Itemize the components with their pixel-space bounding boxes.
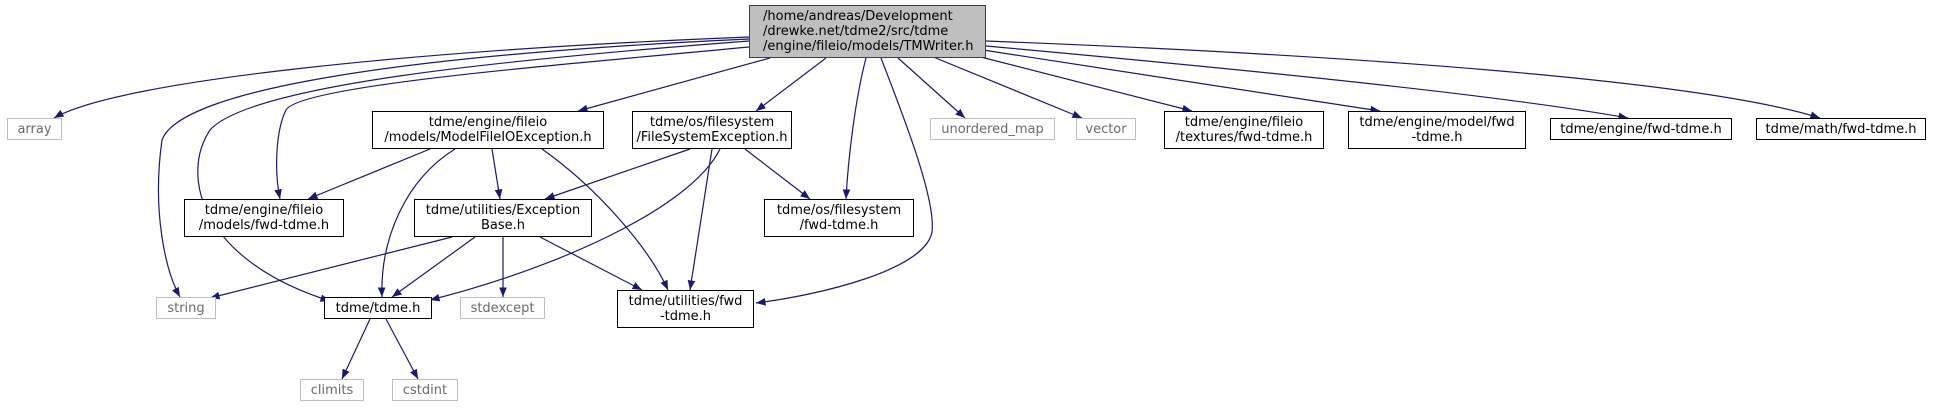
edge-root-to-array: [53, 36, 750, 119]
node-line: /textures/fwd-tdme.h: [1175, 130, 1313, 145]
node-line: /home/andreas/Development: [763, 9, 953, 24]
edge-fs_ex-to-exc_base: [544, 148, 691, 200]
edge-root-to-fs_fwd: [842, 57, 867, 200]
node-label: tdme/tdme.h: [335, 300, 421, 316]
edge-root-to-model_ex: [577, 57, 771, 113]
edge-root-to-util_fwd: [755, 57, 933, 306]
node-filesystem-fwd-tdme-h[interactable]: tdme/os/filesystem /fwd-tdme.h: [764, 199, 914, 237]
node-line: /engine/fileio/models/TMWriter.h: [763, 39, 974, 54]
node-utilities-fwd-tdme-h[interactable]: tdme/utilities/fwd -tdme.h: [617, 290, 754, 328]
edge-tdme-to-climits: [341, 318, 371, 380]
edge-exc_base-to-string: [209, 236, 453, 300]
node-math-fwd-tdme-h[interactable]: tdme/math/fwd-tdme.h: [1756, 118, 1926, 140]
node-model-file-io-exception-h[interactable]: tdme/engine/fileio /models/ModelFileIOEx…: [372, 111, 604, 149]
edge-root-to-engine_fwd: [985, 45, 1629, 121]
node-label: string: [167, 300, 205, 316]
edge-root-to-vector: [925, 53, 1083, 119]
node-file-system-exception-h[interactable]: tdme/os/filesystem /FileSystemException.…: [632, 111, 792, 149]
node-label: cstdint: [402, 382, 448, 398]
node-line: tdme/engine/fileio: [204, 203, 324, 218]
node-tdme-h[interactable]: tdme/tdme.h: [324, 297, 432, 319]
edge-exc_base-to-util_fwd: [539, 236, 643, 291]
node-unordered-map: unordered_map: [930, 118, 1055, 140]
node-line: Base.h: [480, 218, 526, 233]
edge-fs_ex-to-tdme: [429, 148, 721, 302]
node-climits: climits: [300, 379, 364, 401]
node-vector: vector: [1076, 118, 1136, 140]
edge-root-to-unordered_map: [897, 57, 966, 119]
node-engine-fwd-tdme-h[interactable]: tdme/engine/fwd-tdme.h: [1550, 118, 1732, 140]
node-cstdint: cstdint: [392, 379, 458, 401]
node-string: string: [156, 297, 216, 319]
edge-root-to-string: [157, 38, 750, 298]
edge-root-to-model_fwd: [982, 49, 1381, 114]
node-label: stdexcept: [470, 300, 535, 316]
edge-root-to-math_fwd: [985, 40, 1821, 119]
node-stdexcept: stdexcept: [460, 297, 545, 319]
edge-model_ex-to-tdme: [377, 148, 456, 298]
node-textures-fwd-tdme-h[interactable]: tdme/engine/fileio /textures/fwd-tdme.h: [1164, 111, 1324, 149]
node-line: tdme/utilities/fwd: [628, 294, 743, 309]
node-line: /drewke.net/tdme2/src/tdme: [763, 24, 949, 39]
edge-root-to-fs_ex: [755, 57, 827, 112]
node-line: tdme/os/filesystem: [776, 203, 902, 218]
node-models-fwd-tdme-h[interactable]: tdme/engine/fileio /models/fwd-tdme.h: [184, 199, 344, 237]
node-model-fwd-tdme-h[interactable]: tdme/engine/model/fwd -tdme.h: [1348, 111, 1526, 149]
node-label: array: [17, 121, 52, 137]
edge-fs_ex-to-util_fwd: [687, 148, 713, 291]
edge-model_ex-to-exc_base: [491, 148, 503, 200]
node-line: tdme/engine/model/fwd: [1359, 115, 1515, 130]
edge-model_ex-to-util_fwd: [541, 148, 669, 291]
node-exception-base-h[interactable]: tdme/utilities/Exception Base.h: [414, 199, 592, 237]
node-line: tdme/engine/fileio: [1184, 115, 1304, 130]
edge-root-to-models_fwd: [274, 46, 750, 200]
node-label: vector: [1085, 121, 1127, 137]
node-line: /models/fwd-tdme.h: [198, 218, 330, 233]
node-line: /fwd-tdme.h: [799, 218, 879, 233]
node-line: -tdme.h: [1411, 130, 1463, 145]
edge-exc_base-to-tdme: [391, 236, 476, 298]
node-line: /FileSystemException.h: [636, 130, 788, 145]
edge-fs_ex-to-fs_fwd: [744, 148, 811, 200]
node-line: tdme/utilities/Exception: [425, 203, 581, 218]
node-line: /models/ModelFileIOException.h: [384, 130, 592, 145]
node-line: tdme/engine/fileio: [428, 115, 548, 130]
node-label: unordered_map: [941, 121, 1044, 137]
node-label: tdme/engine/fwd-tdme.h: [1560, 121, 1722, 137]
edge-model_ex-to-models_fwd: [307, 148, 431, 200]
edge-root-to-tex_fwd: [968, 53, 1193, 113]
node-tmwriter-h: /home/andreas/Development /drewke.net/td…: [749, 5, 986, 58]
edge-tdme-to-cstdint: [385, 318, 419, 380]
node-label: tdme/math/fwd-tdme.h: [1765, 121, 1917, 137]
node-label: climits: [310, 382, 354, 398]
node-line: tdme/os/filesystem: [649, 115, 775, 130]
node-line: -tdme.h: [659, 309, 712, 324]
edge-root-to-tdme: [197, 40, 750, 302]
node-array: array: [7, 118, 62, 140]
